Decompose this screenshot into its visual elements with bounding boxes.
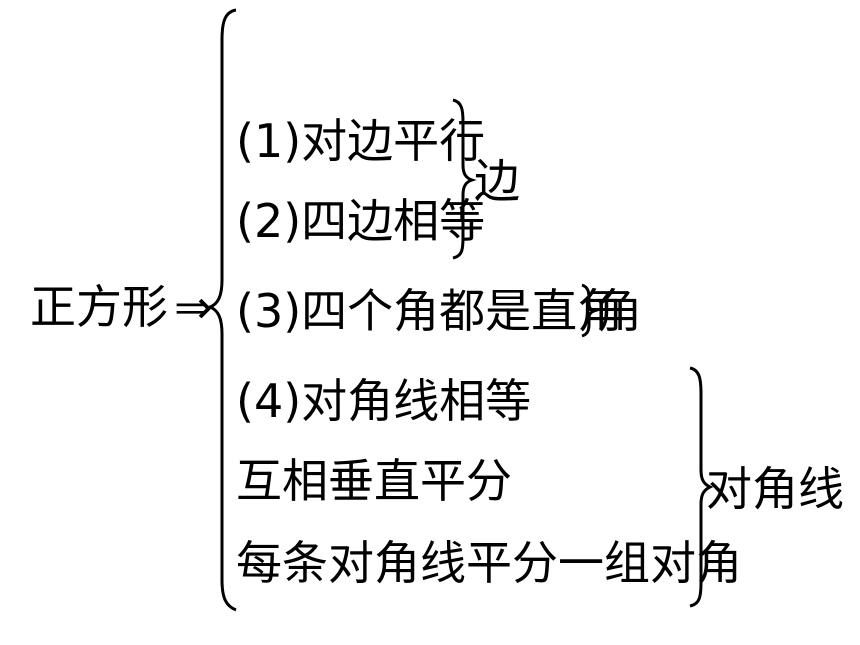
sides-item-1: (1)对边平行 [236, 114, 486, 168]
diagonals-right-brace [689, 366, 714, 608]
implies-arrow: ⇒ [174, 280, 213, 334]
diagonals-item-1: (4)对角线相等 [236, 374, 532, 428]
sides-right-brace [452, 98, 477, 260]
diagonals-item-3: 每条对角线平分一组对角 [236, 536, 742, 590]
sides-category: 边 [474, 154, 520, 208]
angles-right-brace [581, 283, 599, 338]
root-label: 正方形 [30, 280, 168, 334]
angles-item-1: (3)四个角都是直角 [236, 284, 624, 338]
diagonals-item-2: 互相垂直平分 [236, 454, 512, 508]
sides-item-2: (2)四边相等 [236, 194, 486, 248]
diagonals-category: 对角线 [706, 462, 844, 516]
angles-category: 角 [596, 284, 642, 338]
main-left-brace [205, 8, 237, 612]
